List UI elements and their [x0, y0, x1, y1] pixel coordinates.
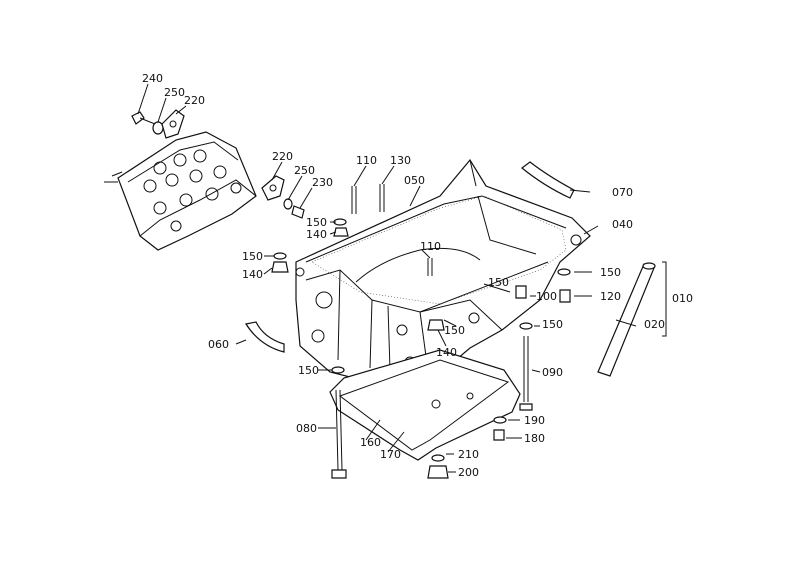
long-bolt-090 [519, 336, 533, 411]
callout-150-a: 150 [306, 216, 327, 229]
callout-110-a: 110 [356, 154, 377, 167]
callout-220-a: 220 [184, 94, 205, 107]
oil-seal-070 [521, 161, 575, 199]
callout-150-f: 150 [444, 324, 465, 337]
callout-070: 070 [612, 186, 633, 199]
bracket-220-b [261, 175, 285, 201]
callout-150-c: 150 [600, 266, 621, 279]
callout-130: 130 [390, 154, 411, 167]
callout-220-b: 220 [272, 150, 293, 163]
callout-190: 190 [524, 414, 545, 427]
washer-250-b [283, 198, 293, 210]
callout-110-b: 110 [420, 240, 441, 253]
oil-pan [329, 349, 521, 461]
bracket-220-a [161, 109, 185, 139]
callout-140-c: 140 [436, 346, 457, 359]
callout-080: 080 [296, 422, 317, 435]
callout-240: 240 [142, 72, 163, 85]
cylinder-head [104, 131, 257, 251]
callout-100: 100 [536, 290, 557, 303]
bolt-230 [291, 205, 305, 219]
callout-150-g: 150 [298, 364, 319, 377]
callout-250-b: 250 [294, 164, 315, 177]
dipstick-tube-020 [597, 262, 656, 377]
callout-040: 040 [612, 218, 633, 231]
crankcase [295, 158, 591, 393]
callout-120: 120 [600, 290, 621, 303]
callout-020: 020 [644, 318, 665, 331]
callout-160: 160 [360, 436, 381, 449]
callout-060: 060 [208, 338, 229, 351]
callout-labels: 240 250 220 220 250 230 110 130 050 070 … [142, 72, 693, 479]
callout-200: 200 [458, 466, 479, 479]
studs-110-130 [351, 184, 433, 276]
callout-090: 090 [542, 366, 563, 379]
callout-170: 170 [380, 448, 401, 461]
washers-150 [273, 218, 571, 462]
callout-050: 050 [404, 174, 425, 187]
long-bolt-080 [331, 389, 347, 479]
bolt-100-120 [515, 285, 571, 303]
callout-010: 010 [672, 292, 693, 305]
leader-lines [137, 83, 667, 473]
oil-seal-060 [245, 321, 285, 353]
nuts-140 [271, 227, 445, 331]
callout-150-b: 150 [242, 250, 263, 263]
callout-150-e: 150 [542, 318, 563, 331]
callout-210: 210 [458, 448, 479, 461]
callout-140-a: 140 [306, 228, 327, 241]
callout-250-a: 250 [164, 86, 185, 99]
callout-140-b: 140 [242, 268, 263, 281]
drain-plug-200-210 [427, 465, 449, 479]
callout-230: 230 [312, 176, 333, 189]
callout-180: 180 [524, 432, 545, 445]
callout-150-d: 150 [488, 276, 509, 289]
bolts-180-190 [493, 429, 505, 441]
